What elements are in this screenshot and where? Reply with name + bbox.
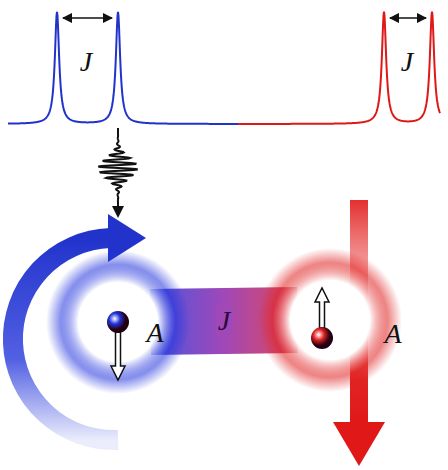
spin-arrow	[111, 332, 125, 380]
spin-site: A	[46, 250, 190, 394]
spin-glow	[46, 250, 190, 394]
glow-disc	[258, 248, 402, 392]
coupling-label: J	[80, 48, 92, 76]
pulse-arrowhead	[112, 206, 124, 218]
coupling-label: J	[401, 48, 413, 76]
splitting-arrow	[63, 17, 112, 19]
particle	[311, 327, 333, 349]
spin-label: A	[384, 320, 401, 348]
particle	[107, 311, 129, 333]
field-arrowhead	[333, 422, 385, 466]
splitting-arrow	[390, 17, 426, 19]
spin-arrow	[315, 288, 329, 328]
spin-glow	[258, 248, 402, 392]
red-spectrum	[238, 12, 440, 124]
edge-label: J	[216, 307, 232, 335]
glow-disc	[46, 250, 190, 394]
pulse-wave	[98, 128, 137, 208]
blue-spectrum	[8, 12, 238, 124]
spin-site: A	[258, 248, 402, 392]
spin-label: A	[146, 319, 163, 347]
